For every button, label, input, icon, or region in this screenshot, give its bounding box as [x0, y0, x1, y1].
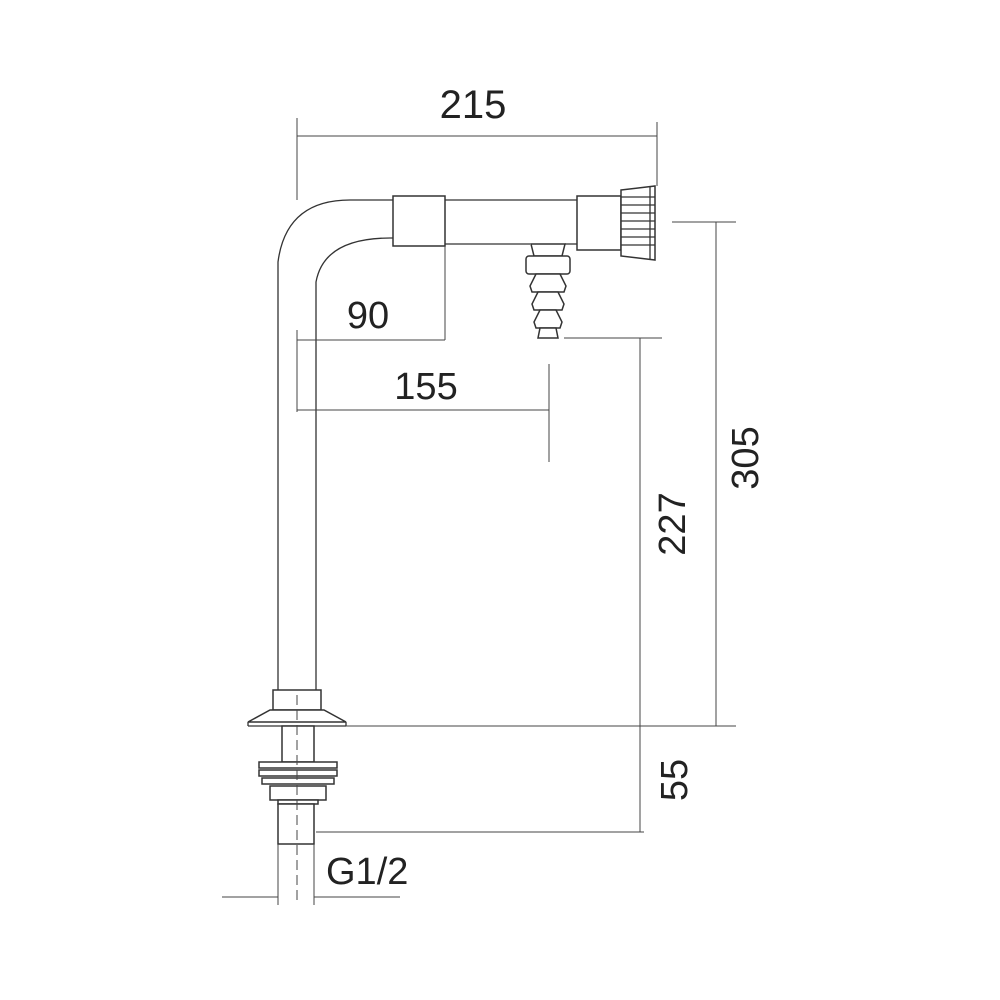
dimension-305-label: 305	[725, 426, 767, 489]
dimension-55-label: 55	[654, 759, 696, 801]
dimension-215-label: 215	[440, 83, 507, 127]
thread-size-label: G1/2	[326, 851, 408, 893]
deck-flange	[247, 689, 347, 727]
faucet-body	[247, 185, 656, 900]
valve-body	[576, 195, 622, 251]
dimension-155-label: 155	[394, 366, 457, 408]
knurled-handle	[620, 185, 656, 261]
riser-pipe-outer	[277, 199, 395, 690]
mounting-shank	[258, 725, 338, 845]
arm-collar	[392, 195, 446, 247]
dimension-lines	[222, 118, 736, 905]
dimension-227-label: 227	[652, 492, 694, 555]
riser-pipe-inner	[315, 237, 395, 690]
hose-barb-outlet	[525, 243, 571, 339]
dimension-90-label: 90	[347, 295, 389, 337]
